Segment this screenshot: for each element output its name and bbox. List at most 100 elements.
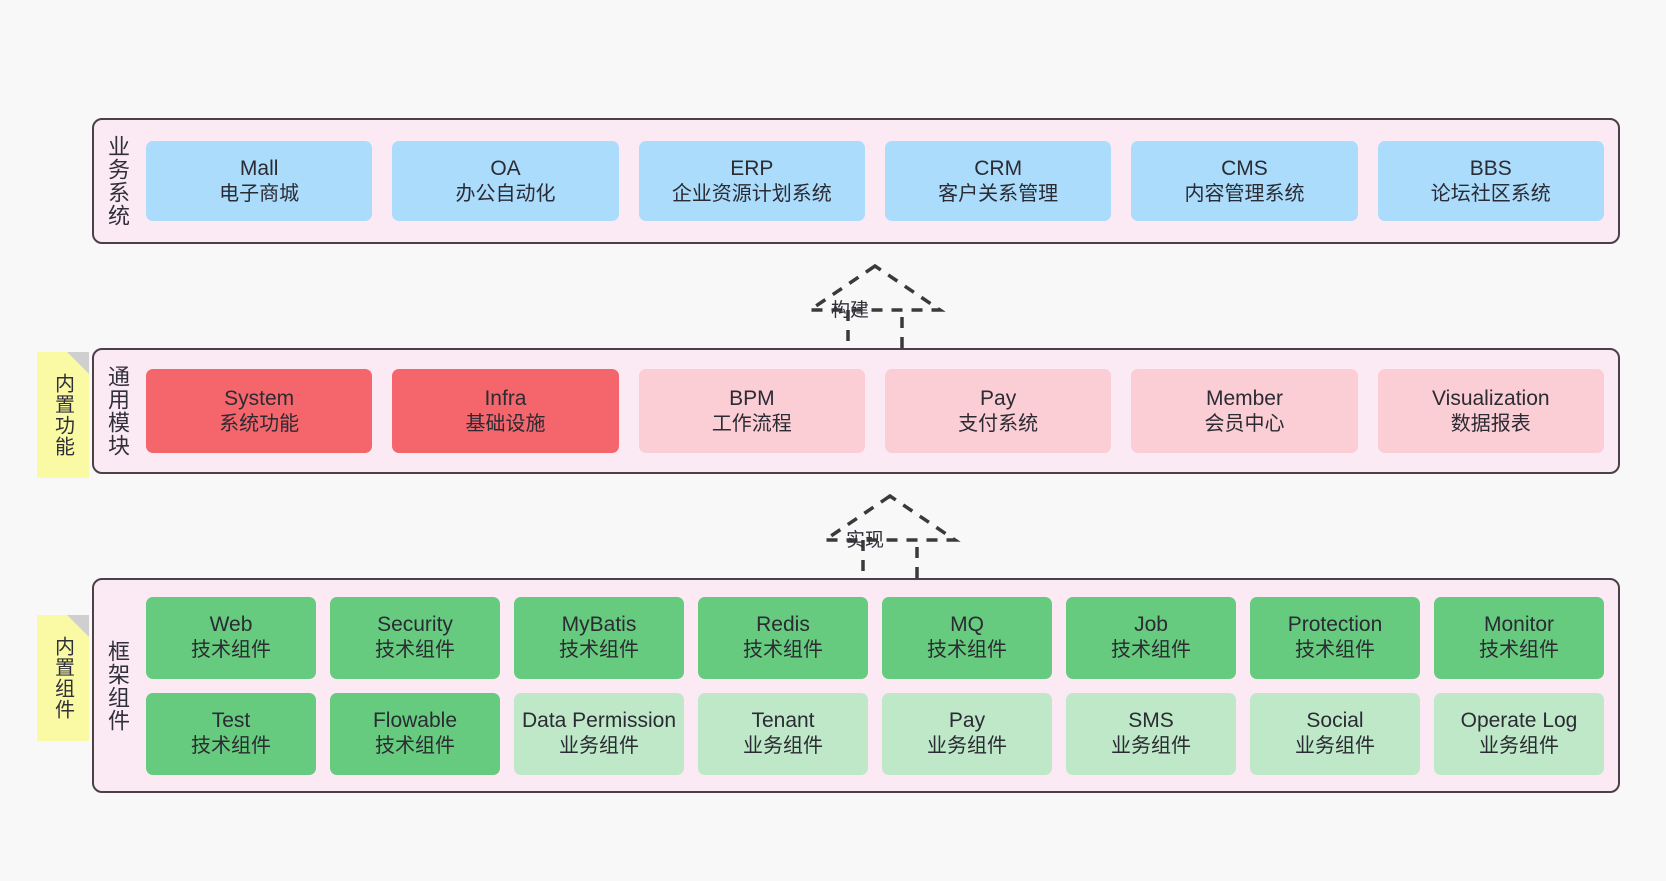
note-label: 内置组件 xyxy=(51,636,74,720)
connector-implement-arrow xyxy=(819,493,961,584)
box-row: Web 技术组件 Security 技术组件 MyBatis 技术组件 Redi… xyxy=(146,596,1604,679)
box-title-en: Mall xyxy=(239,156,279,180)
box-title-en: BPM xyxy=(729,386,775,410)
box-title-en: CMS xyxy=(1221,156,1268,180)
box-title-cn: 企业资源计划系统 xyxy=(671,182,832,205)
box-title-cn: 技术组件 xyxy=(375,735,455,758)
box-job[interactable]: Job 技术组件 xyxy=(1066,596,1236,679)
box-web[interactable]: Web 技术组件 xyxy=(146,596,316,679)
box-security[interactable]: Security 技术组件 xyxy=(330,596,500,679)
box-test[interactable]: Test 技术组件 xyxy=(146,692,316,775)
box-title-cn: 会员中心 xyxy=(1204,412,1285,435)
layer-title-business-system: 业务系统 xyxy=(104,135,130,227)
layer-framework-component: 框架组件 Web 技术组件 Security 技术组件 MyBatis 技术组件… xyxy=(92,578,1620,793)
connector-build: 构建 xyxy=(800,262,950,354)
box-bpm[interactable]: BPM 工作流程 xyxy=(638,369,865,453)
box-operate-log[interactable]: Operate Log 业务组件 xyxy=(1434,692,1604,775)
box-title-en: CRM xyxy=(974,156,1023,180)
box-title-en: Member xyxy=(1205,386,1283,410)
box-mall[interactable]: Mall 电子商城 xyxy=(146,141,373,221)
box-social[interactable]: Social 业务组件 xyxy=(1250,692,1420,775)
box-title-en: Pay xyxy=(948,709,986,733)
box-title-cn: 技术组件 xyxy=(559,639,639,662)
box-title-cn: 业务组件 xyxy=(927,735,1007,758)
connector-implement-label: 实现 xyxy=(846,530,885,551)
note-label: 内置功能 xyxy=(51,373,74,457)
box-title-en: MQ xyxy=(950,613,984,637)
box-title-cn: 电子商城 xyxy=(219,182,300,205)
box-row: Mall 电子商城 OA 办公自动化 ERP 企业资源计划系统 CRM 客户关系… xyxy=(146,141,1604,221)
layer-body-framework-component: Web 技术组件 Security 技术组件 MyBatis 技术组件 Redi… xyxy=(140,580,1618,791)
box-title-en: Data Permission xyxy=(521,709,677,733)
box-visualization[interactable]: Visualization 数据报表 xyxy=(1377,369,1604,453)
connector-build-label: 构建 xyxy=(831,300,870,321)
layer-common-module: 通用模块 System 系统功能 Infra 基础设施 BPM 工作流程 Pay… xyxy=(92,348,1620,474)
box-title-en: Job xyxy=(1134,613,1168,637)
box-title-en: Test xyxy=(211,709,251,733)
box-title-cn: 技术组件 xyxy=(743,639,823,662)
box-title-en: Visualization xyxy=(1432,386,1550,410)
connector-implement: 实现 xyxy=(815,492,965,584)
box-infra[interactable]: Infra 基础设施 xyxy=(392,369,619,453)
box-title-cn: 数据报表 xyxy=(1450,412,1531,435)
box-protection[interactable]: Protection 技术组件 xyxy=(1250,596,1420,679)
box-system[interactable]: System 系统功能 xyxy=(146,369,373,453)
connector-build-arrow xyxy=(804,263,946,354)
box-bbs[interactable]: BBS 论坛社区系统 xyxy=(1377,141,1604,221)
box-title-en: Social xyxy=(1306,709,1364,733)
box-title-en: Redis xyxy=(756,613,810,637)
box-title-en: Pay xyxy=(980,386,1017,410)
note-builtin-function: 内置功能 xyxy=(37,352,89,478)
layer-title-framework-component: 框架组件 xyxy=(104,639,130,732)
box-title-en: Protection xyxy=(1287,613,1383,637)
box-title-cn: 技术组件 xyxy=(1295,639,1375,662)
box-title-cn: 技术组件 xyxy=(927,639,1007,662)
box-tenant[interactable]: Tenant 业务组件 xyxy=(698,692,868,775)
box-title-en: ERP xyxy=(730,156,774,180)
box-pay-component[interactable]: Pay 业务组件 xyxy=(882,692,1052,775)
box-sms[interactable]: SMS 业务组件 xyxy=(1066,692,1236,775)
box-title-cn: 技术组件 xyxy=(1111,639,1191,662)
box-title-en: Flowable xyxy=(372,709,458,733)
box-title-cn: 支付系统 xyxy=(958,412,1039,435)
box-title-en: BBS xyxy=(1469,156,1512,180)
box-title-en: Web xyxy=(209,613,253,637)
layer-body-business-system: Mall 电子商城 OA 办公自动化 ERP 企业资源计划系统 CRM 客户关系… xyxy=(140,120,1618,242)
box-crm[interactable]: CRM 客户关系管理 xyxy=(884,141,1112,221)
box-mq[interactable]: MQ 技术组件 xyxy=(882,596,1052,679)
box-pay[interactable]: Pay 支付系统 xyxy=(884,369,1112,453)
box-title-cn: 业务组件 xyxy=(559,735,639,758)
box-title-cn: 业务组件 xyxy=(1479,735,1559,758)
box-title-en: Tenant xyxy=(751,709,815,733)
box-title-cn: 系统功能 xyxy=(219,412,300,435)
note-fold-corner-icon xyxy=(67,615,89,637)
box-title-cn: 基础设施 xyxy=(465,412,546,435)
box-redis[interactable]: Redis 技术组件 xyxy=(698,596,868,679)
box-member[interactable]: Member 会员中心 xyxy=(1131,369,1358,453)
box-erp[interactable]: ERP 企业资源计划系统 xyxy=(638,141,865,221)
box-title-cn: 技术组件 xyxy=(191,735,271,758)
note-builtin-component: 内置组件 xyxy=(37,615,89,741)
box-title-cn: 业务组件 xyxy=(743,735,823,758)
box-monitor[interactable]: Monitor 技术组件 xyxy=(1434,596,1604,679)
layer-title-common-module: 通用模块 xyxy=(104,365,130,457)
note-fold-corner-icon xyxy=(67,352,89,374)
box-data-permission[interactable]: Data Permission 业务组件 xyxy=(514,692,684,775)
box-title-en: MyBatis xyxy=(561,613,637,637)
box-cms[interactable]: CMS 内容管理系统 xyxy=(1131,141,1358,221)
box-title-cn: 技术组件 xyxy=(191,639,271,662)
box-row: Test 技术组件 Flowable 技术组件 Data Permission … xyxy=(146,692,1604,775)
box-mybatis[interactable]: MyBatis 技术组件 xyxy=(514,596,684,679)
box-title-cn: 工作流程 xyxy=(711,412,792,435)
box-title-cn: 客户关系管理 xyxy=(938,182,1059,205)
box-oa[interactable]: OA 办公自动化 xyxy=(392,141,619,221)
box-title-en: Monitor xyxy=(1483,613,1555,637)
box-title-en: SMS xyxy=(1128,709,1174,733)
box-title-en: OA xyxy=(490,156,521,180)
box-title-cn: 业务组件 xyxy=(1111,735,1191,758)
box-title-cn: 技术组件 xyxy=(375,639,455,662)
box-title-cn: 技术组件 xyxy=(1479,639,1559,662)
box-flowable[interactable]: Flowable 技术组件 xyxy=(330,692,500,775)
box-title-en: Infra xyxy=(484,386,527,410)
